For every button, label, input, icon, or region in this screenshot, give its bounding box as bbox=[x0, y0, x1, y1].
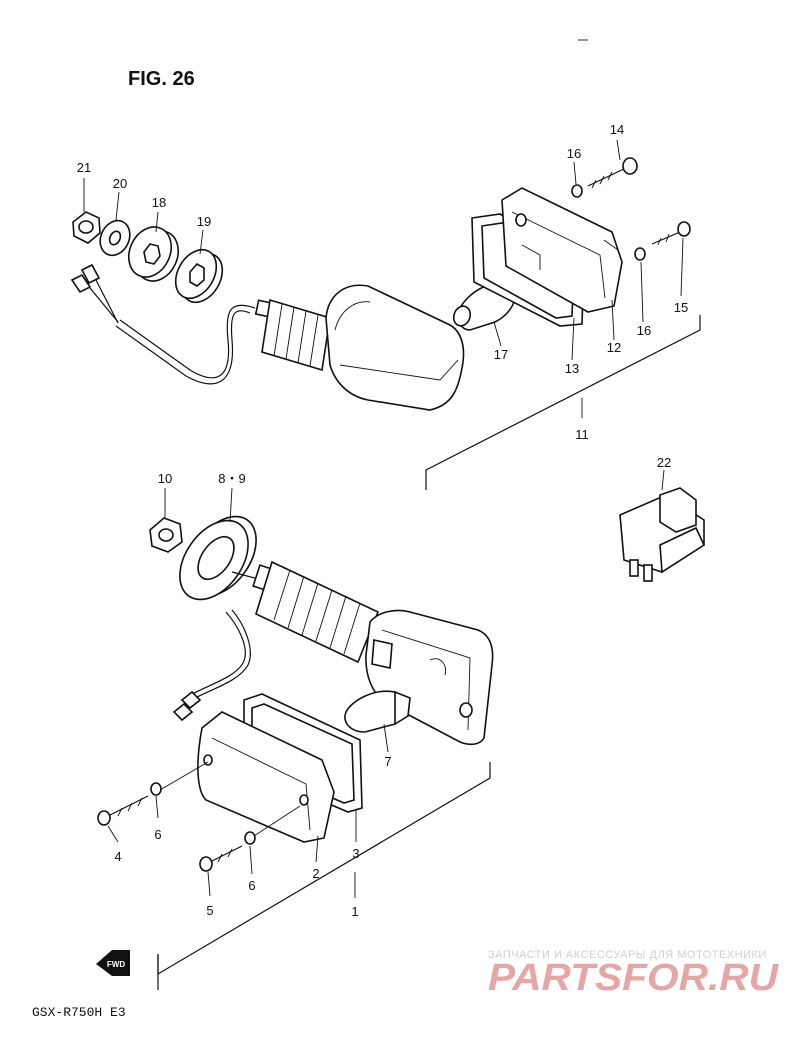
label-1: 1 bbox=[351, 904, 358, 919]
label-21: 21 bbox=[77, 160, 91, 175]
label-17: 17 bbox=[494, 347, 508, 362]
label-7: 7 bbox=[384, 754, 391, 769]
label-18: 18 bbox=[152, 195, 166, 210]
label-19: 19 bbox=[197, 214, 211, 229]
damper-18 bbox=[128, 226, 179, 282]
lens-12 bbox=[501, 187, 623, 313]
washer-16-a bbox=[571, 184, 583, 198]
label-22: 22 bbox=[657, 455, 671, 470]
model-code: GSX-R750H E3 bbox=[32, 1005, 126, 1020]
leader-22 bbox=[661, 469, 665, 491]
washer-6-b bbox=[244, 831, 256, 845]
leader-lines-bottom bbox=[107, 487, 389, 898]
watermark-site: PARTSFOR.RU bbox=[488, 957, 780, 999]
label-6-b: 6 bbox=[248, 878, 255, 893]
figure-title: FIG. 26 bbox=[128, 68, 195, 90]
washer-6-a bbox=[150, 782, 162, 796]
label-11: 11 bbox=[575, 427, 589, 442]
label-12: 12 bbox=[607, 340, 621, 355]
label-6-a: 6 bbox=[154, 827, 161, 842]
watermark-caption: ЗАПЧАСТИ И АКСЕССУАРЫ ДЛЯ МОТОТЕХНИКИ bbox=[488, 949, 767, 961]
forward-arrow-label: FWD bbox=[107, 960, 125, 969]
label-16-a: 16 bbox=[567, 146, 581, 161]
turn-signal-housing-bottom bbox=[365, 609, 494, 746]
assembly-bracket-11 bbox=[425, 315, 701, 490]
nut-10 bbox=[149, 517, 183, 553]
wire-harness-top bbox=[70, 263, 256, 385]
screw-4 bbox=[97, 795, 149, 826]
washer-20 bbox=[99, 219, 131, 257]
screw-14 bbox=[587, 157, 638, 189]
turn-signal-housing-top bbox=[325, 284, 465, 411]
label-20: 20 bbox=[113, 176, 127, 191]
nut-21 bbox=[72, 211, 101, 244]
label-15: 15 bbox=[674, 300, 688, 315]
label-5: 5 bbox=[206, 903, 213, 918]
washer-16-b bbox=[634, 247, 646, 261]
lens-2 bbox=[197, 711, 335, 843]
label-8-9: 8・9 bbox=[218, 471, 245, 486]
label-3: 3 bbox=[352, 846, 359, 861]
label-16-b: 16 bbox=[637, 323, 651, 338]
leader-lines-top bbox=[83, 139, 684, 361]
cushion-8-9 bbox=[179, 515, 257, 601]
forward-arrow-icon: FWD bbox=[96, 950, 130, 976]
bulb-7 bbox=[344, 690, 411, 733]
label-10: 10 bbox=[158, 471, 172, 486]
label-2: 2 bbox=[312, 866, 319, 881]
screw-5 bbox=[199, 845, 243, 872]
part-labels: 21 20 18 19 14 16 15 16 12 13 17 11 22 1… bbox=[77, 122, 688, 919]
label-14: 14 bbox=[610, 122, 624, 137]
cushion-19 bbox=[174, 248, 224, 304]
screw-15 bbox=[651, 221, 691, 246]
wire-harness-bottom bbox=[172, 609, 251, 722]
turn-signal-stem-bottom bbox=[231, 560, 380, 664]
relay-22 bbox=[619, 487, 706, 582]
label-4: 4 bbox=[114, 849, 121, 864]
turn-signal-stem-top bbox=[254, 298, 331, 372]
label-13: 13 bbox=[565, 361, 579, 376]
